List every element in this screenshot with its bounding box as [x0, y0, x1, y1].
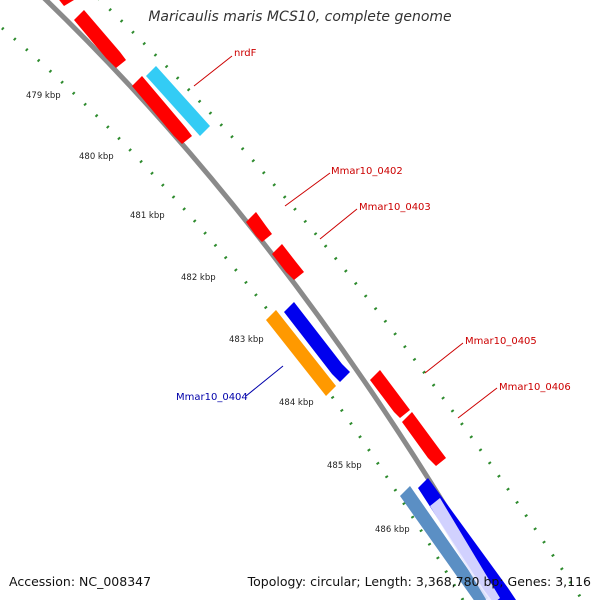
scale-label: 483 kbp	[229, 335, 264, 345]
gene-arrow-Mmar10_0402	[246, 212, 272, 242]
gene-steelblue	[400, 486, 488, 600]
leader-line	[424, 342, 464, 374]
scale-label: 484 kbp	[279, 398, 314, 408]
leader-line	[319, 208, 358, 240]
scale-labels: 479 kbp 480 kbp 481 kbp 482 kbp 483 kbp …	[26, 91, 410, 535]
scale-label: 479 kbp	[26, 91, 61, 101]
gene-arrow	[74, 10, 126, 68]
scale-label: 482 kbp	[181, 273, 216, 283]
gene-label-Mmar10_0404: Mmar10_0404	[176, 392, 248, 403]
leader-line	[245, 365, 284, 397]
gene-fade-strip	[430, 498, 500, 600]
genes	[59, 0, 516, 600]
gene-labels: nrdF Mmar10_0402 Mmar10_0403 Mmar10_0404…	[176, 48, 571, 403]
scale-label: 480 kbp	[79, 152, 114, 162]
inner-tick-ring	[1, 26, 465, 600]
scale-label: 481 kbp	[130, 211, 165, 221]
gene-label-nrdF: nrdF	[234, 48, 257, 59]
scale-label: 485 kbp	[327, 461, 362, 471]
gene-arrow-Mmar10_0406	[402, 412, 446, 466]
gene-cyan-nrdF	[146, 66, 210, 136]
genome-summary-text: Topology: circular; Length: 3,368,780 bp…	[247, 574, 591, 589]
leader-lines	[193, 55, 498, 419]
gene-label-Mmar10_0406: Mmar10_0406	[499, 382, 571, 393]
gene-label-Mmar10_0405: Mmar10_0405	[465, 336, 537, 347]
gene-label-Mmar10_0403: Mmar10_0403	[359, 202, 431, 213]
gene-orange-Mmar10_0404	[266, 310, 336, 396]
leader-line	[193, 55, 233, 87]
gene-arrow	[132, 76, 192, 144]
leader-line	[457, 387, 498, 419]
gene-label-Mmar10_0402: Mmar10_0402	[331, 166, 403, 177]
gene-blue	[284, 302, 350, 382]
gene-arrow-Mmar10_0403	[272, 244, 304, 280]
gene-arrow	[59, 0, 74, 6]
accession-text: Accession: NC_008347	[9, 574, 152, 589]
map-title: Maricaulis maris MCS10, complete genome	[148, 9, 452, 25]
gene-arrow-Mmar10_0405	[370, 370, 410, 418]
leader-line	[284, 172, 331, 207]
scale-label: 486 kbp	[375, 525, 410, 535]
